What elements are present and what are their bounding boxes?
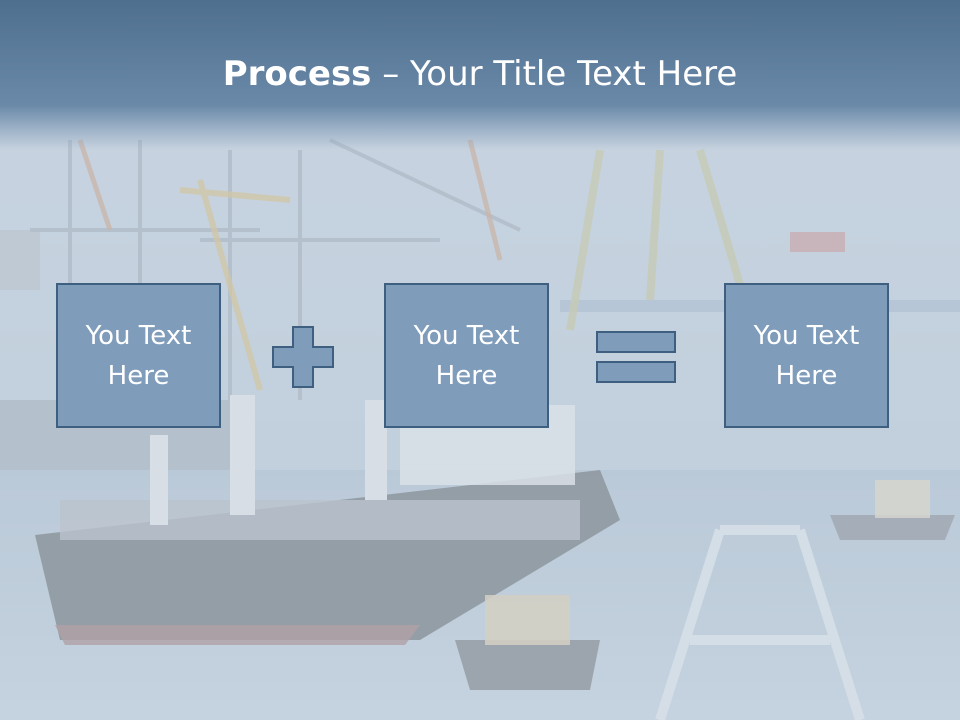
process-box-3[interactable]: You Text Here [724, 283, 889, 428]
process-box-2-label: You Text Here [413, 320, 520, 391]
process-box-1[interactable]: You Text Here [56, 283, 221, 428]
title-rest: – Your Title Text Here [371, 54, 738, 94]
plus-icon [272, 326, 334, 388]
title-bold: Process [222, 54, 372, 94]
title-band [0, 0, 960, 150]
equals-icon [596, 331, 676, 383]
process-box-1-label: You Text Here [85, 320, 192, 391]
slide-title: Process – Your Title Text Here [0, 52, 960, 96]
process-box-2[interactable]: You Text Here [384, 283, 549, 428]
process-box-3-label: You Text Here [753, 320, 860, 391]
